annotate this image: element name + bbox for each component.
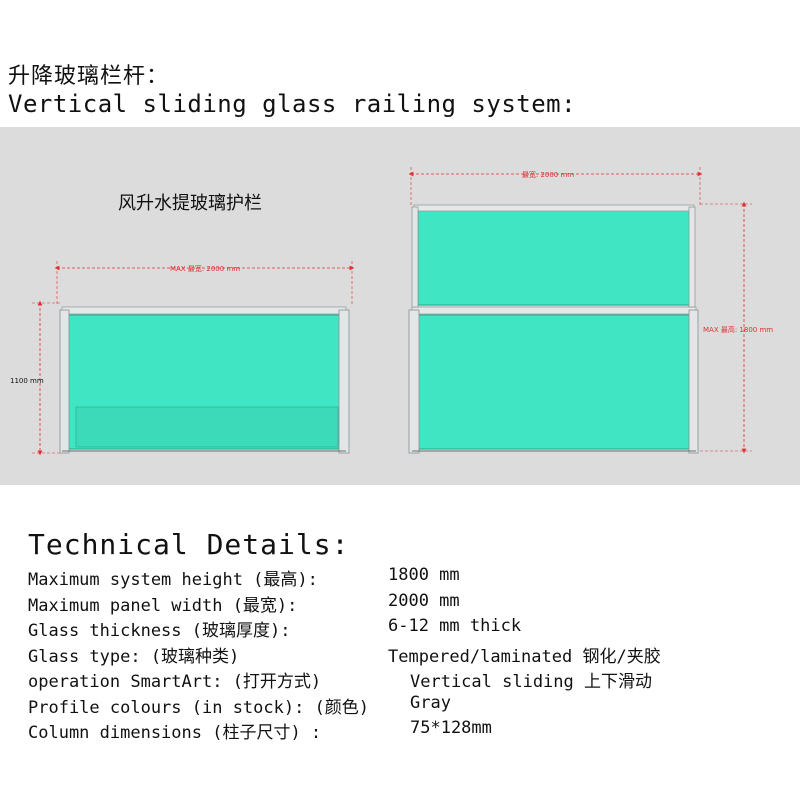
- detail-value: 6-12 mm thick: [388, 616, 522, 636]
- detail-row-profile-colours: Profile colours (in stock): (颜色) Gray: [28, 693, 788, 719]
- detail-row-glass-thickness: Glass thickness (玻璃厚度): 6-12 mm thick: [28, 616, 788, 642]
- left-width-label: MAX 最宽: 2000 mm: [170, 264, 240, 273]
- right-height-label: MAX 最高: 1800 mm: [703, 325, 773, 334]
- left-top-rail: [61, 306, 347, 315]
- detail-label: operation SmartArt: (打开方式): [28, 672, 322, 692]
- left-railing: MAX 最宽: 2000 mm 1100 mm: [10, 261, 355, 456]
- detail-value: 75*128mm: [410, 718, 492, 738]
- detail-row-glass-type: Glass type: (玻璃种类) Tempered/laminated 钢化…: [28, 642, 788, 668]
- detail-value: 2000 mm: [388, 590, 460, 611]
- left-post-right: [338, 309, 350, 454]
- left-height-label: 1100 mm: [10, 377, 44, 385]
- page-title-english: Vertical sliding glass railing system:: [8, 90, 577, 118]
- detail-row-max-width: Maximum panel width (最宽): 2000 mm: [28, 591, 788, 617]
- detail-label: Glass type: (玻璃种类): [28, 646, 240, 667]
- right-lower-glass-panel: [417, 314, 691, 450]
- detail-row-max-height: Maximum system height (最高): 1800 mm: [28, 565, 788, 591]
- right-upper-post-right: [688, 206, 696, 308]
- right-post-left: [408, 309, 420, 454]
- detail-row-operation: operation SmartArt: (打开方式) Vertical slid…: [28, 667, 788, 693]
- right-railing: 最宽: 2000 mm MAX 最高: 1800 mm: [408, 167, 773, 454]
- detail-label: Glass thickness (玻璃厚度):: [28, 621, 291, 641]
- railing-diagram-svg: 风升水提玻璃护栏 MAX 最宽: 2000 mm 1100 mm: [10, 167, 773, 456]
- right-upper-top-rail: [413, 204, 695, 212]
- detail-label: Column dimensions (柱子尺寸) :: [28, 723, 322, 743]
- detail-row-column-dimensions: Column dimensions (柱子尺寸) : 75*128mm: [28, 718, 788, 744]
- technical-details: Technical Details: Maximum system height…: [28, 528, 788, 744]
- right-middle-rail: [411, 306, 697, 315]
- detail-label: Maximum system height (最高):: [28, 570, 318, 590]
- detail-value: Tempered/laminated 钢化/夹胶: [388, 646, 661, 667]
- technical-details-title: Technical Details:: [28, 528, 350, 561]
- page-title-chinese: 升降玻璃栏杆：: [8, 64, 170, 89]
- left-caption: 风升水提玻璃护栏: [118, 193, 262, 214]
- detail-label: Maximum panel width (最宽):: [28, 595, 298, 616]
- left-glass-lower-panel: [75, 406, 339, 448]
- detail-label: Profile colours (in stock): (颜色): [28, 697, 370, 718]
- left-post-left: [59, 309, 70, 454]
- railing-diagram: 风升水提玻璃护栏 MAX 最宽: 2000 mm 1100 mm: [0, 127, 800, 485]
- right-upper-glass-panel: [417, 208, 691, 306]
- right-width-label: 最宽: 2000 mm: [522, 170, 574, 179]
- right-upper-post-left: [411, 206, 419, 308]
- detail-value: 1800 mm: [388, 565, 460, 585]
- detail-value: Vertical sliding 上下滑动: [410, 672, 652, 692]
- detail-value: Gray: [410, 692, 451, 713]
- right-post-right: [688, 309, 699, 454]
